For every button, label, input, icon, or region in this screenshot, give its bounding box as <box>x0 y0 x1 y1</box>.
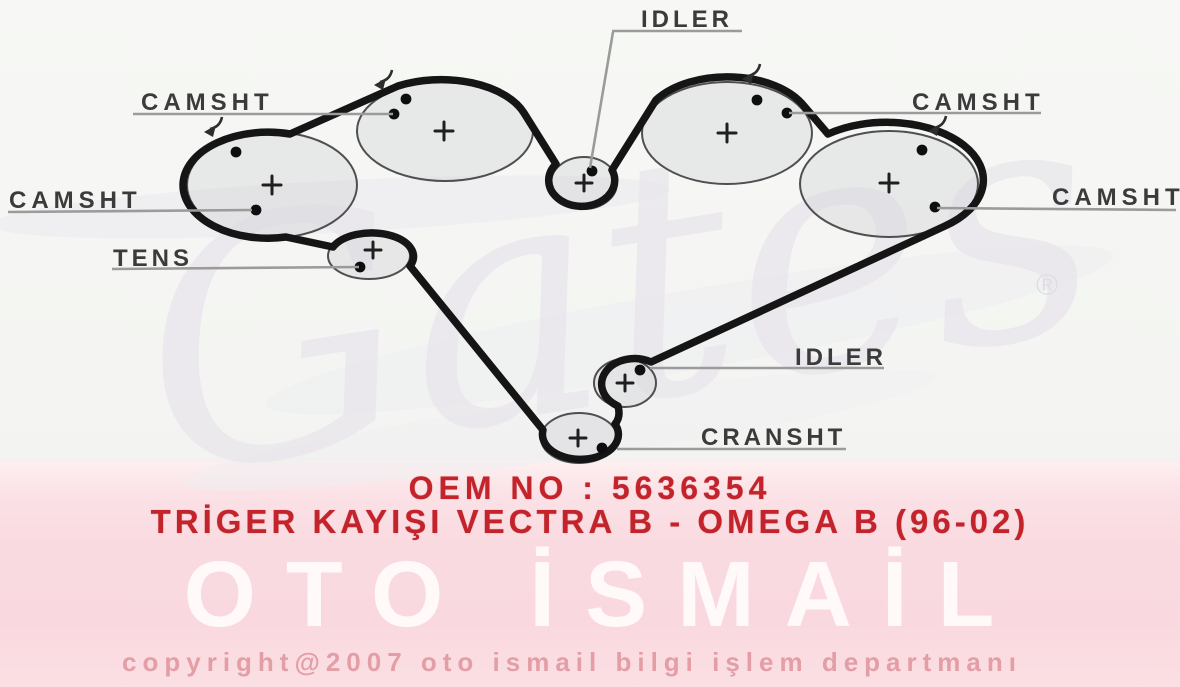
label-tens: TENS <box>113 245 193 272</box>
rotation-arrows <box>204 63 948 137</box>
pink-band <box>0 462 1180 687</box>
background-swirls <box>0 175 1114 491</box>
product-title-text: TRİGER KAYIŞI VECTRA B - OMEGA B (96-02) <box>150 503 1030 540</box>
timing-marker-dots <box>230 93 941 454</box>
label-idler-top: IDLER <box>641 6 733 33</box>
label-camsht-far-right: CAMSHT <box>1052 184 1180 211</box>
rotation-arrow-icon <box>928 115 948 136</box>
rotation-arrow-icon <box>742 63 762 84</box>
registered-trademark-icon: ® <box>1036 269 1058 302</box>
label-camsht-left: CAMSHT <box>9 187 142 214</box>
label-camsht-top-right: CAMSHT <box>912 89 1045 116</box>
label-camsht-top-left: CAMSHT <box>141 89 274 116</box>
rotation-arrow-icon <box>374 69 394 90</box>
pulley-labels: CAMSHT CAMSHT TENS IDLER CAMSHT CAMSHT I… <box>9 6 1180 451</box>
rotation-arrow-icon <box>204 116 224 137</box>
copyright-text: copyright@2007 oto ismail bilgi işlem de… <box>122 647 1022 677</box>
store-watermark-text: OTO İSMAİL <box>183 542 1025 646</box>
label-cransht: CRANSHT <box>701 424 846 451</box>
timing-belt <box>179 73 988 464</box>
label-idler-lower: IDLER <box>795 344 887 371</box>
leader-lines <box>7 29 1177 451</box>
pulley-center-crosses <box>261 120 900 448</box>
oem-number-text: OEM NO : 5636354 <box>408 470 772 506</box>
